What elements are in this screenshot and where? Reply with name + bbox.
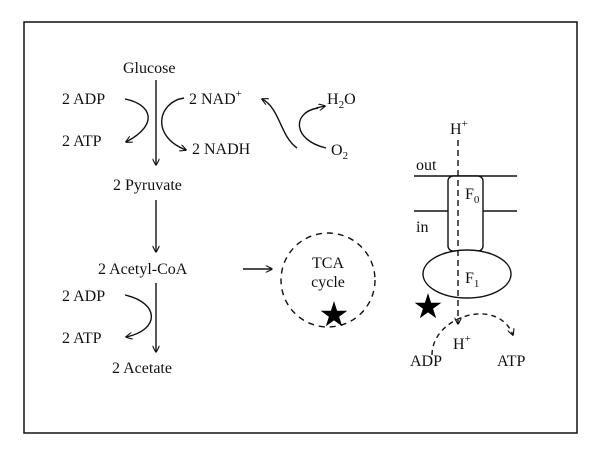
nad-plus-label: 2 NAD+ xyxy=(189,88,242,108)
tca-cycle-circle xyxy=(280,232,376,328)
nadh-label: 2 NADH xyxy=(192,141,251,158)
figure-frame xyxy=(23,21,578,434)
water-label: H2O xyxy=(327,91,356,111)
oxygen-water-curve xyxy=(298,107,327,149)
atp-label-synthase: ATP xyxy=(497,353,526,370)
adp-label-synthase: ADP xyxy=(410,353,442,370)
acetate-label: 2 Acetate xyxy=(112,360,172,377)
water-arrowhead xyxy=(315,106,325,108)
adp-to-atp-dashed-arrow xyxy=(431,313,513,356)
f1-label: F1 xyxy=(465,270,479,290)
pyruvate-label: 2 Pyruvate xyxy=(113,177,182,194)
out-label: out xyxy=(416,157,437,174)
star-icon xyxy=(414,293,442,319)
adp-label-top: 2 ADP xyxy=(62,91,105,108)
acetyl-coa-label: 2 Acetyl-CoA xyxy=(98,261,188,278)
proton-label-top: H+ xyxy=(450,118,468,138)
in-label: in xyxy=(416,219,428,236)
star-icon xyxy=(320,301,348,327)
adp-to-atp-curve-top xyxy=(125,98,149,142)
glucose-label: Glucose xyxy=(123,60,175,77)
tca-label-line2: cycle xyxy=(311,274,345,291)
atp-label-top: 2 ATP xyxy=(62,133,102,150)
adp-to-atp-curve-bottom xyxy=(125,294,153,337)
nadh-to-nad-regeneration-curve xyxy=(262,99,298,149)
adp-label-bottom: 2 ADP xyxy=(62,288,105,305)
f0-label: F0 xyxy=(465,186,480,206)
oxygen-label: O2 xyxy=(331,142,348,162)
tca-label-line1: TCA xyxy=(312,255,344,272)
f1-subunit xyxy=(422,249,512,299)
proton-label-bottom: H+ xyxy=(453,333,471,353)
nad-to-nadh-curve xyxy=(161,97,186,150)
atp-label-bottom: 2 ATP xyxy=(62,330,102,347)
